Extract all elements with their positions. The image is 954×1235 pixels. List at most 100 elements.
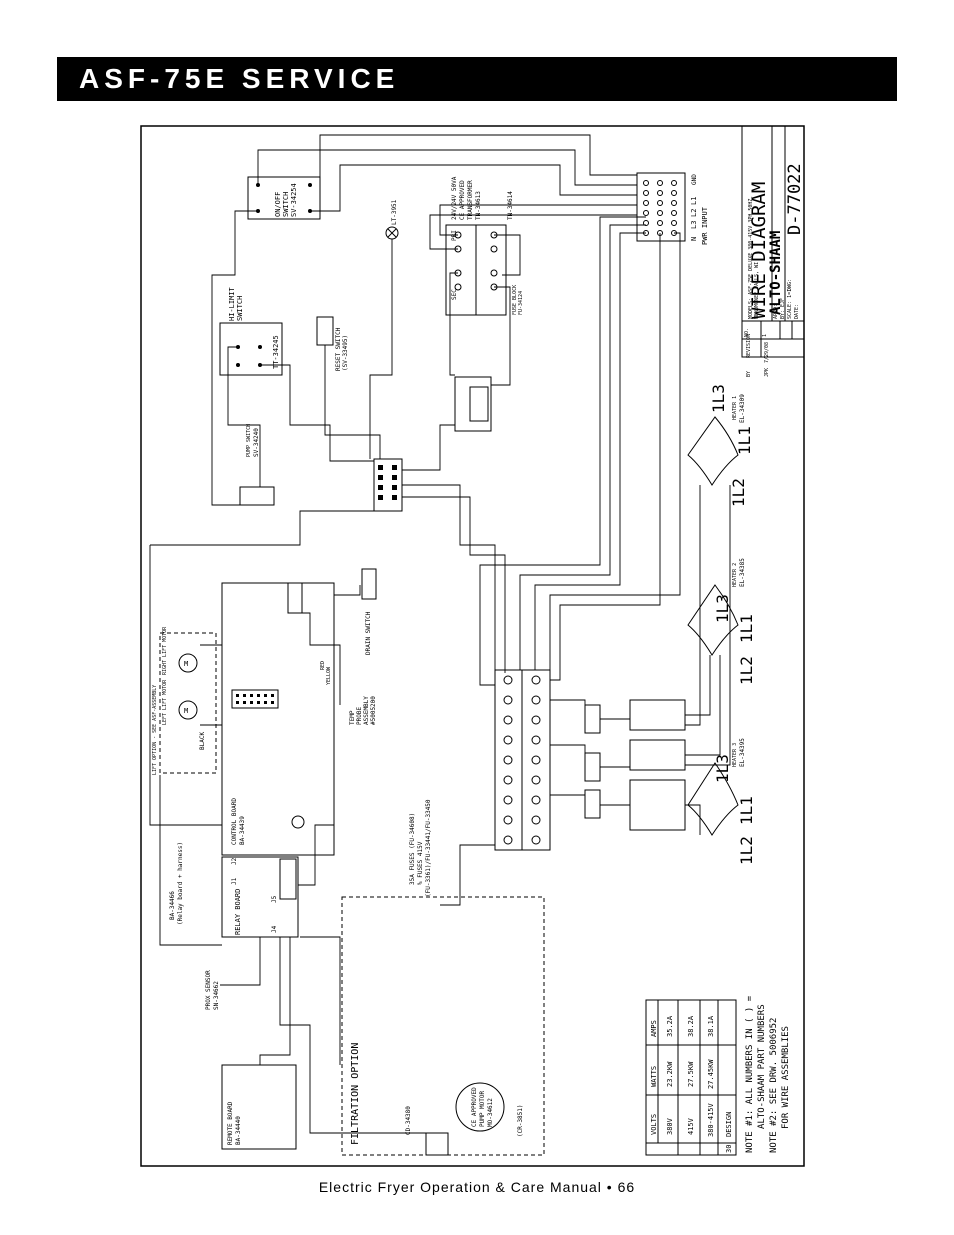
heater-1-1l2: 1L2 [729,478,748,507]
control-board-label: CONTROL BOARD [231,798,238,845]
title-block-brand: ALTO-SHAAM [768,231,784,315]
filtration-option: FILTRATION OPTION CD-34380 CE APPROVED P… [341,896,545,1156]
heater-1-part: EL-34309 [739,394,746,423]
pump-switch: PUMP SWITCH SV-34240 [239,424,275,506]
relay-j5: J5 [271,895,278,903]
diagram-border [140,125,805,1167]
heater-3-1l2: 1L2 [737,836,756,865]
pwr-input-label: PWR INPUT [701,206,709,245]
relay-board-label: RELAY BOARD [234,889,242,935]
heater-1-1l3: 1L3 [709,384,728,413]
table-design-no: 30 [725,1145,733,1153]
table-cell: 38.1A [707,1015,715,1037]
pump-motor-label: PUMP MOTOR [479,1090,486,1127]
table-cell: 380V [666,1117,674,1135]
fuse-block-part: FU-34124 [518,291,524,315]
heater-2-label: HEATER 2 [732,563,738,587]
relay-j2: J2 [231,857,238,865]
on-off-label: ON/OFF [274,192,282,217]
rev-by: JPK [764,368,770,377]
footer-text: Electric Fryer Operation & Care Manual •… [318,1179,636,1195]
title-block-title: WIRE DIAGRAM [748,182,770,319]
gnd-label: GND [691,174,698,185]
relay-board: RELAY BOARD BA-34466 (Relay board + harn… [169,842,299,938]
hi-limit-part: TT-34245 [272,335,280,369]
table-cell: 23.2KW [666,1061,674,1087]
heater-2-1l3: 1L3 [713,594,732,623]
voltage-table: VOLTS WATTS AMPS 380V 23.2KW 35.2A 415V … [645,999,737,1156]
drawing-number: D-77022 [785,163,805,235]
table-design-label: DESIGN [725,1112,733,1137]
control-board-part: BA-34439 [239,816,246,845]
l1-label: L1 [690,197,698,205]
transformer-word: TRANSFORMER [467,180,474,220]
n-label: N [690,237,698,241]
drain-switch-label: DRAIN SWITCH [365,611,372,655]
title-block-by: BY: EJF [780,298,786,319]
sec-label: SEC [451,289,458,300]
transformer: PRI SEC 24V/24V 50VA CE APPROVED TRANSFO… [445,176,524,316]
note-1: NOTE #1: ALL NUMBERS IN ( ) = [745,995,755,1153]
table-cell: 27.45KW [707,1059,715,1089]
wire-diagram-svg: WIRE DIAGRAM MODELS: ASF-75E DELUXE 380-… [140,125,805,1167]
lt-3951-label: LT-3951 [391,199,398,225]
fuse-block-label: FUSE BLOCK [512,285,518,315]
table-header-watts: WATTS [650,1066,658,1087]
heater-3-1l1: 1L1 [737,796,756,825]
heater-3-label: HEATER 3 [732,743,738,767]
title-block: WIRE DIAGRAM MODELS: ASF-75E DELUXE 380-… [741,125,805,377]
left-lift-motor-label: LEFT LIFT MOTOR [162,679,168,725]
wire-diagram: WIRE DIAGRAM MODELS: ASF-75E DELUXE 380-… [140,125,805,1167]
title-block-models: MODELS: ASF-75E DELUXE 380-415V 3PH 50HZ… [748,196,754,319]
indicator-light: LT-3951 [385,199,399,240]
heater-1-1l1: 1L1 [735,426,754,455]
fuses-label: 35A FUSES (FU-34608) [409,813,416,885]
heater-2-1l1: 1L1 [737,614,756,643]
l2-label: L2 [690,209,698,217]
hi-limit-label: HI-LIMIT [228,286,236,321]
probe-number: #5005200 [370,696,377,725]
table-cell: 35.2A [666,1015,674,1037]
note-1b: ALTO-SHAAM PART NUMBERS [757,1004,767,1129]
reset-switch-label: RESET SWITCH [335,327,342,371]
transformer-ce: CE APPROVED [459,180,466,220]
prox-sensor-label: PROX SENSOR [205,970,212,1010]
wiring [149,134,731,1134]
heater-1-label: HEATER 1 [732,396,738,420]
wire-red-label: RED [320,661,326,670]
prox-sensor-part: SN-34662 [213,981,220,1010]
transformer-rating: 24V/24V 50VA [451,176,458,220]
heater-3: HEATER 3 EL-34395 1L3 1L1 1L2 [687,738,756,865]
right-lift-motor-label: RIGHT LIFT MOTOR [162,626,168,675]
rev-no: 1 [762,334,768,337]
on-off-part: SV-34254 [290,183,298,217]
heater-1: HEATER 1 EL-34309 1L3 1L1 1L2 [687,384,754,507]
title-block-location: MENOMONEE FALLS, WI [754,262,760,319]
heater-2: HEATER 2 EL-34385 1L3 1L1 1L2 [687,558,756,685]
prox-sensor: PROX SENSOR SN-34662 [205,970,220,1010]
drain-switch: DRAIN SWITCH [361,568,377,655]
terminal-block-center [373,376,492,512]
heater-3-part: EL-34395 [739,738,746,767]
table-cell: 27.5KW [687,1061,695,1087]
on-off-switch-label: SWITCH [282,192,290,217]
temp-probe: TEMP PROBE ASSEMBLY #5005200 [349,696,377,725]
probe-label: PROBE [356,707,363,725]
contactors [584,699,686,831]
hi-limit-switch-label: SWITCH [236,296,244,321]
fuses-label-3: % FUSES 415V [417,841,424,885]
wire-yellow-label: YELLOW [326,666,332,685]
pump-motor-part: MO-34612 [487,1098,494,1127]
wire-black-label: BLACK [199,732,206,750]
rev-by-label: BY [746,371,752,377]
power-input-terminal: GND L1 L2 L3 N PWR INPUT [636,172,709,245]
rev-label: REVISION [746,334,752,358]
cd-34380-label: CD-34380 [405,1106,412,1135]
filtration-option-label: FILTRATION OPTION [350,1043,361,1145]
fuses-label-2: (FU-3361)/FU-33441/FU-33450 [425,799,432,897]
table-cell: 415V [687,1117,695,1135]
heater-2-1l2: 1L2 [737,656,756,685]
title-block-appd: APPD: [773,304,779,319]
fuse-blocks: 35A FUSES (FU-34608) % FUSES 415V (FU-33… [409,669,551,897]
pump-ce-label: CE APPROVED [471,1087,478,1127]
